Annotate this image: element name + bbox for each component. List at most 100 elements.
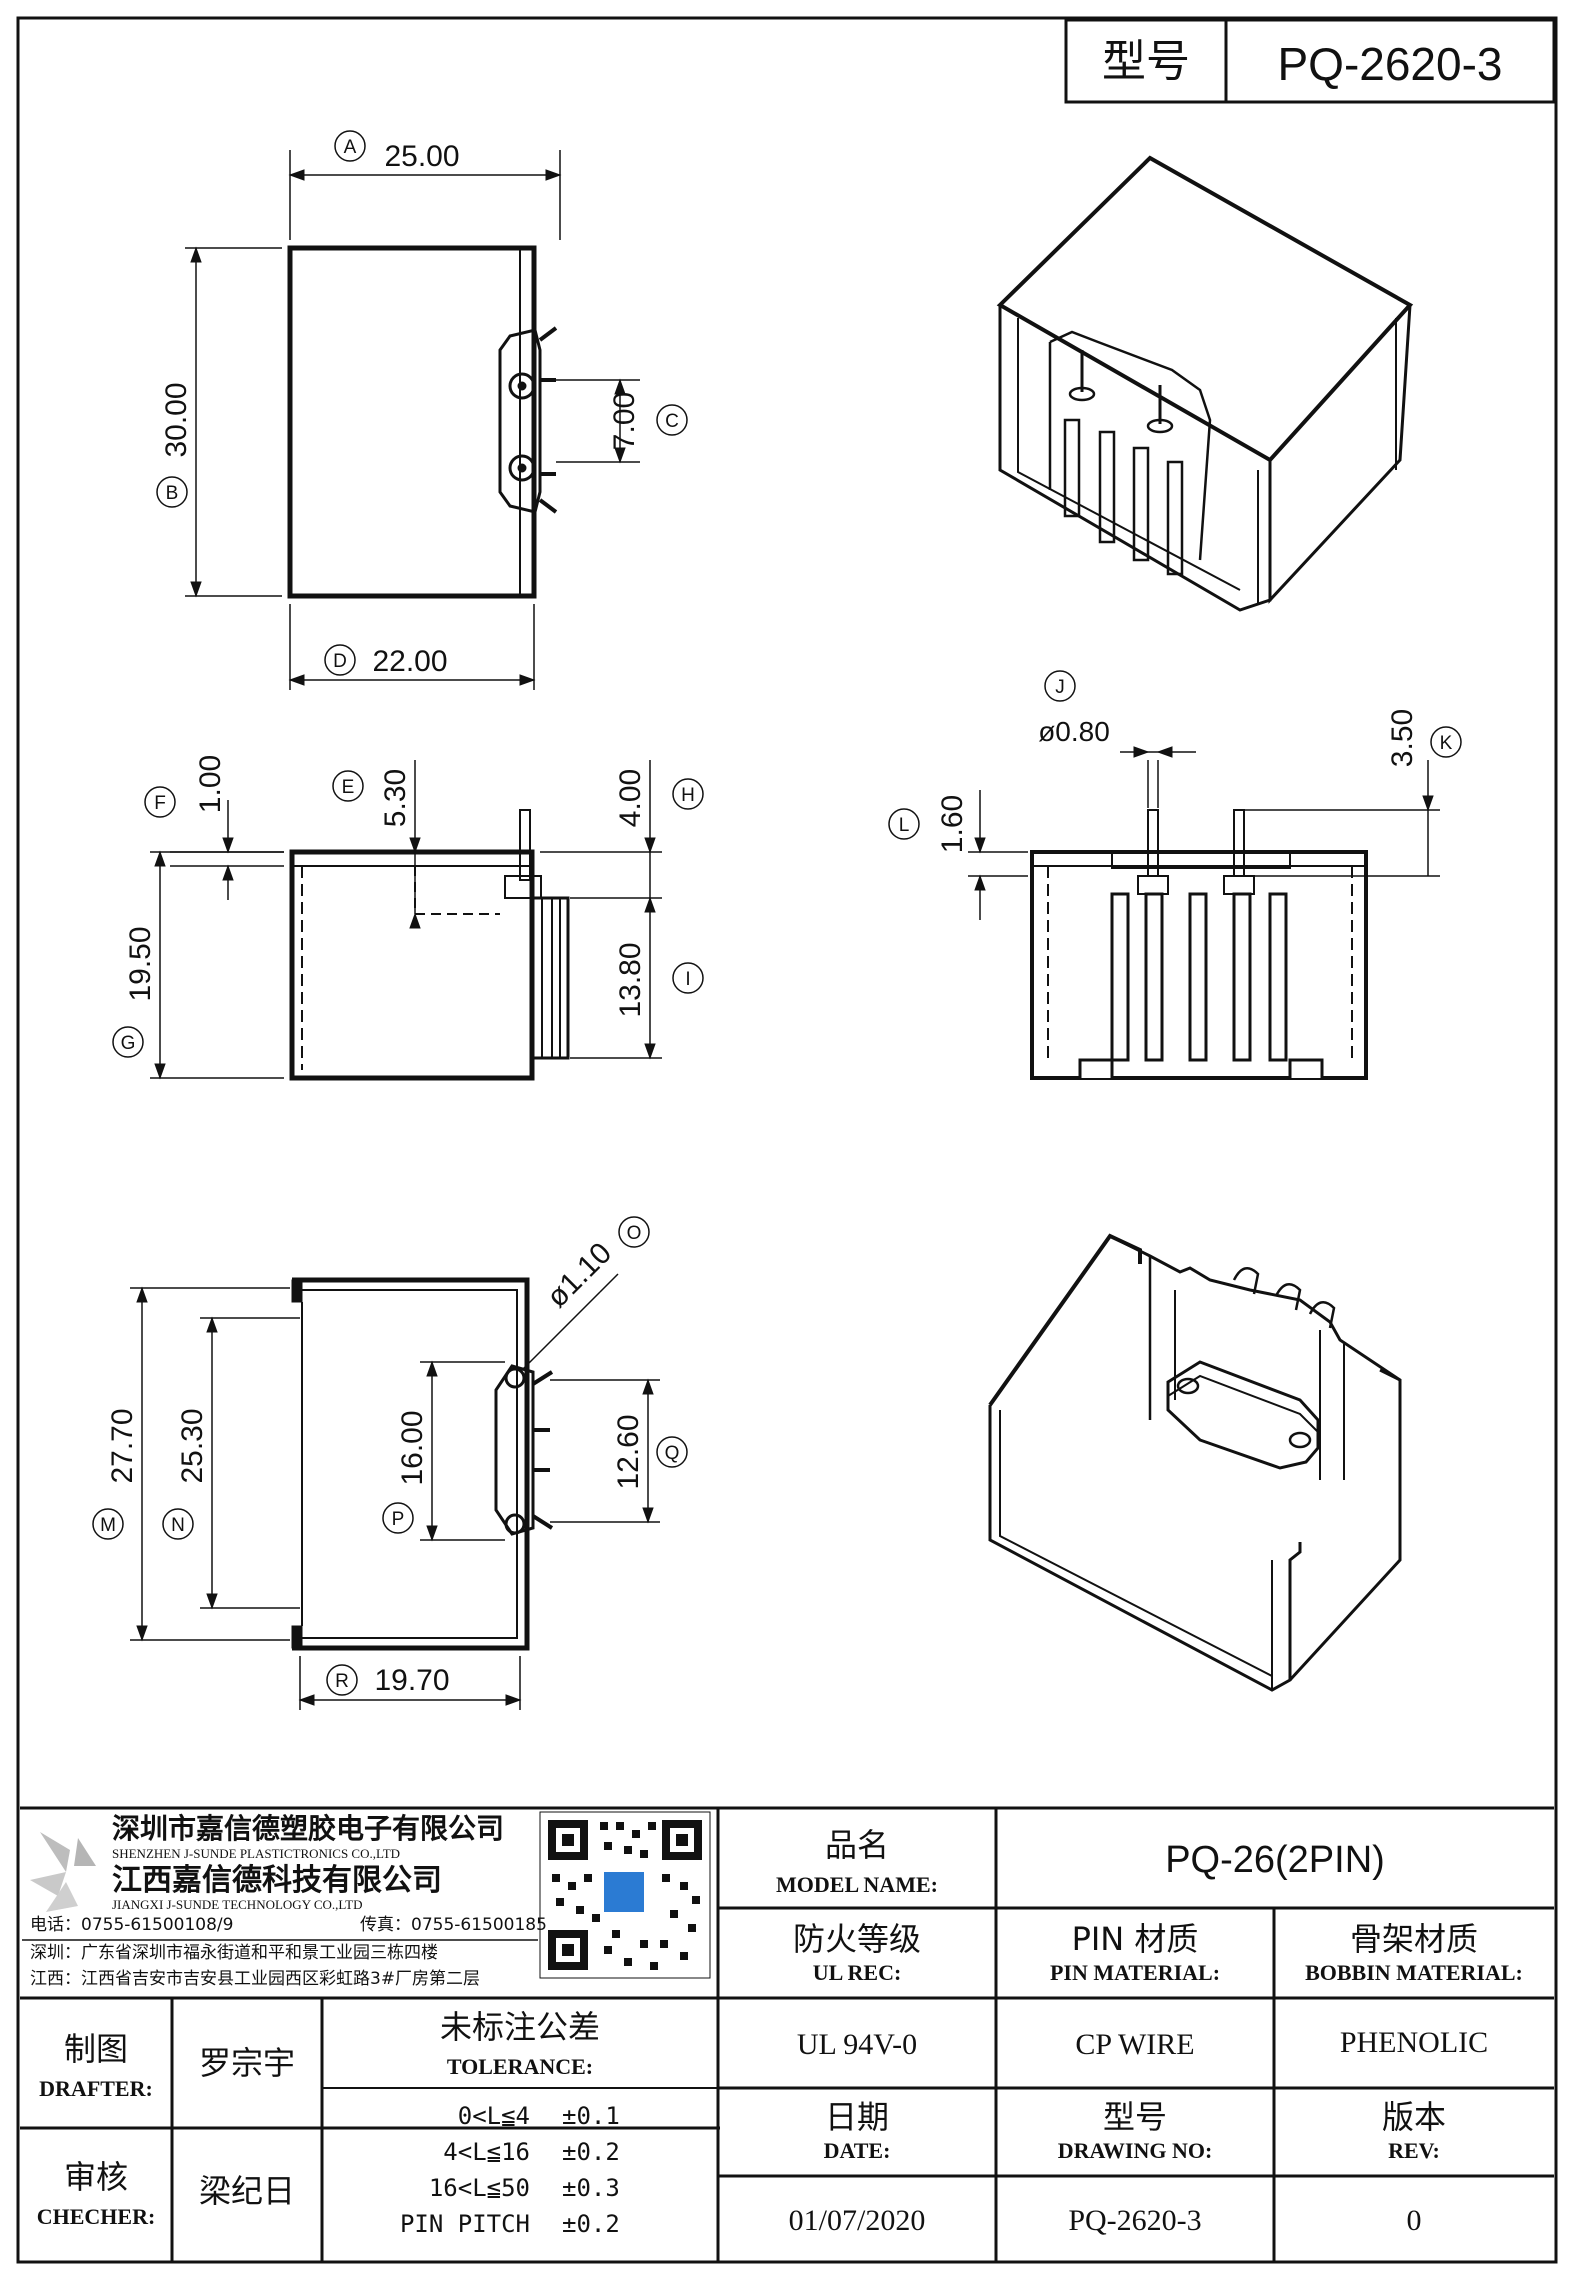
svg-text:27.70: 27.70 <box>106 1408 139 1483</box>
dim-G: G 19.50 <box>112 926 157 1058</box>
tolerance-label-en: TOLERANCE: <box>447 2054 593 2079</box>
drafter-label-cn: 制图 <box>64 2030 128 2068</box>
company-name-jx-en: JIANGXI J-SUNDE TECHNOLOGY CO.,LTD <box>112 1897 363 1912</box>
pin-material-value: CP WIRE <box>1075 2028 1194 2061</box>
ul-label-en: UL REC: <box>813 1960 902 1985</box>
sheet-border <box>16 16 1558 2264</box>
svg-text:25.30: 25.30 <box>176 1408 209 1483</box>
dim-R: R 19.70 <box>326 1664 450 1697</box>
svg-text:D: D <box>333 651 347 672</box>
drafter-label-en: DRAFTER: <box>39 2076 153 2101</box>
drawing-no-label-cn: 型号 <box>1103 2098 1167 2136</box>
svg-text:25.00: 25.00 <box>384 140 459 173</box>
tolerance-value: ±0.2 <box>562 2138 620 2166</box>
rev-label-en: REV: <box>1388 2138 1440 2163</box>
svg-text:F: F <box>154 793 166 814</box>
rev-value: 0 <box>1407 2204 1422 2237</box>
date-label-en: DATE: <box>824 2138 891 2163</box>
qr-code-icon <box>539 1811 711 1979</box>
drawing-no-value: PQ-2620-3 <box>1068 2204 1201 2237</box>
title-block <box>20 1806 1554 2262</box>
svg-text:7.00: 7.00 <box>608 392 641 450</box>
tolerance-table: 0<L≦4 ±0.1 4<L≦16 ±0.2 16<L≦50 ±0.3 PIN … <box>400 2102 620 2238</box>
company-address-jx: 江西：江西省吉安市吉安县工业园西区彩虹路3#厂房第二层 <box>30 1969 480 1989</box>
svg-text:G: G <box>121 1033 136 1054</box>
header-model-value: PQ-2620-3 <box>1277 38 1502 90</box>
svg-text:M: M <box>100 1515 116 1536</box>
date-label-cn: 日期 <box>825 2098 889 2136</box>
svg-text:1.00: 1.00 <box>194 755 227 813</box>
bobbin-material-label-en: BOBBIN MATERIAL: <box>1305 1960 1523 1985</box>
pin-material-label-cn: PIN 材质 <box>1072 1920 1199 1958</box>
dim-K: K 3.50 <box>1386 709 1462 767</box>
svg-text:12.60: 12.60 <box>612 1414 645 1489</box>
dim-N: N 25.30 <box>162 1408 209 1540</box>
svg-text:22.00: 22.00 <box>372 645 447 678</box>
svg-text:16.00: 16.00 <box>396 1410 429 1485</box>
svg-text:1.60: 1.60 <box>936 795 969 853</box>
svg-text:A: A <box>344 137 357 158</box>
bobbin-material-label-cn: 骨架材质 <box>1350 1920 1478 1958</box>
dim-P: P 16.00 <box>382 1410 429 1534</box>
svg-text:19.70: 19.70 <box>374 1664 449 1697</box>
checker-label-cn: 审核 <box>64 2158 128 2196</box>
company-info: 深圳市嘉信德塑胶电子有限公司 SHENZHEN J-SUNDE PLASTICT… <box>30 1812 547 1989</box>
side-view <box>150 760 662 1081</box>
tolerance-value: ±0.2 <box>562 2210 620 2238</box>
dim-L: L 1.60 <box>888 795 969 853</box>
tolerance-range: 4<L≦16 <box>443 2138 530 2166</box>
bottom-view <box>130 1273 660 1710</box>
bobbin-material-value: PHENOLIC <box>1340 2026 1488 2059</box>
company-name-jx: 江西嘉信德科技有限公司 <box>112 1863 442 1898</box>
checker-name: 梁纪日 <box>199 2172 295 2210</box>
tolerance-range: PIN PITCH <box>400 2210 530 2238</box>
tolerance-range: 0<L≦4 <box>458 2102 530 2130</box>
front-view <box>968 746 1440 1080</box>
dim-H: H 4.00 <box>614 769 704 827</box>
checker-label-en: CHECHER: <box>37 2204 156 2229</box>
svg-text:O: O <box>627 1223 642 1244</box>
svg-text:H: H <box>681 785 695 806</box>
tolerance-value: ±0.1 <box>562 2102 620 2130</box>
svg-text:19.50: 19.50 <box>124 926 157 1001</box>
top-view <box>185 150 640 690</box>
rev-label-cn: 版本 <box>1382 2098 1446 2136</box>
svg-text:I: I <box>685 969 690 990</box>
svg-text:13.80: 13.80 <box>614 942 647 1017</box>
company-phone: 电话：0755-61500108/9 <box>30 1915 233 1935</box>
model-name-label-en: MODEL NAME: <box>776 1872 938 1897</box>
svg-text:30.00: 30.00 <box>160 382 193 457</box>
dim-J: J ø0.80 <box>1038 670 1110 747</box>
tolerance-label-cn: 未标注公差 <box>440 2008 600 2046</box>
svg-text:B: B <box>166 483 179 504</box>
svg-text:P: P <box>392 1509 405 1530</box>
pin-material-label-en: PIN MATERIAL: <box>1050 1960 1220 1985</box>
svg-text:K: K <box>1440 733 1453 754</box>
company-name-sz-en: SHENZHEN J-SUNDE PLASTICTRONICS CO.,LTD <box>112 1846 400 1861</box>
svg-text:4.00: 4.00 <box>614 769 647 827</box>
ul-label-cn: 防火等级 <box>793 1920 921 1958</box>
dim-O: O ø1.10 <box>540 1216 650 1314</box>
company-fax: 传真：0755-61500185 <box>360 1915 547 1935</box>
dim-B: B 30.00 <box>156 382 193 508</box>
header-model-label: 型号 <box>1102 36 1190 87</box>
drawing-no-label-en: DRAWING NO: <box>1058 2138 1213 2163</box>
svg-text:3.50: 3.50 <box>1386 709 1419 767</box>
company-name-sz: 深圳市嘉信德塑胶电子有限公司 <box>112 1812 504 1845</box>
svg-text:R: R <box>335 1671 349 1692</box>
model-name-value: PQ-26(2PIN) <box>1165 1839 1385 1881</box>
iso-view-top <box>996 155 1414 612</box>
dim-M: M 27.70 <box>92 1408 139 1540</box>
iso-view-bottom <box>988 1233 1402 1692</box>
svg-text:E: E <box>342 777 355 798</box>
svg-text:L: L <box>899 815 910 836</box>
tolerance-range: 16<L≦50 <box>429 2174 530 2202</box>
dim-A: A 25.00 <box>334 130 460 173</box>
svg-text:J: J <box>1055 677 1065 698</box>
ul-value: UL 94V-0 <box>797 2028 917 2061</box>
dim-E: E 5.30 <box>332 769 412 827</box>
header-model-box: 型号 PQ-2620-3 <box>1064 18 1556 104</box>
company-address-sz: 深圳：广东省深圳市福永街道和平和景工业园三栋四楼 <box>30 1943 438 1963</box>
date-value: 01/07/2020 <box>789 2204 926 2237</box>
company-logo <box>30 1832 96 1912</box>
